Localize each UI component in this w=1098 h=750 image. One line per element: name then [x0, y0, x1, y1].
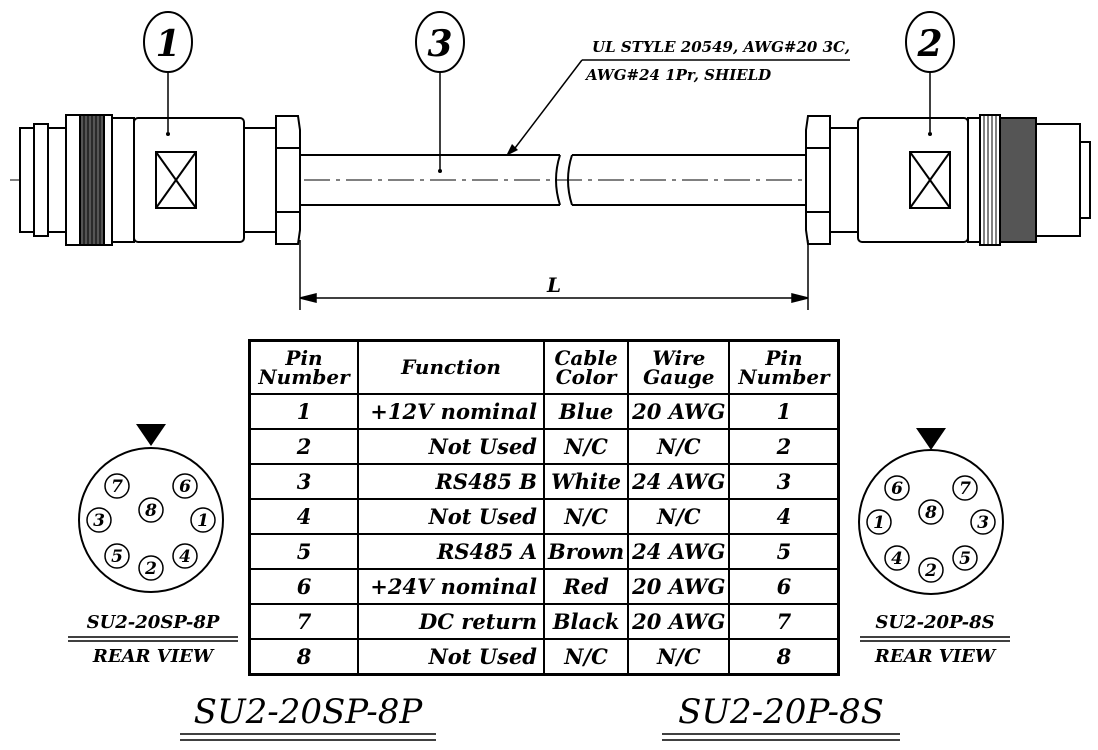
right-connector-body [805, 114, 1091, 246]
right-pin-8 [918, 499, 944, 525]
right-pin-label: 5 [959, 549, 971, 569]
right-rear-view-label: REAR VIEW [874, 646, 996, 667]
left-pin-7 [104, 473, 130, 499]
svg-text:UL STYLE 20549, AWG#20 3C,: UL STYLE 20549, AWG#20 3C, [592, 38, 850, 56]
left-connector-face: 7 6 8 3 1 5 2 4 [78, 424, 224, 593]
right-pin-label: 7 [959, 479, 971, 499]
left-part-number: SU2-20SP-8P [86, 612, 220, 633]
right-pin-3 [970, 509, 996, 535]
right-pin-label: 2 [924, 561, 937, 581]
left-pin-label: 6 [179, 477, 191, 497]
cable-spec-callout: UL STYLE 20549, AWG#20 3C, AWG#24 1Pr, S… [506, 38, 850, 156]
svg-text:2: 2 [916, 23, 942, 65]
left-connector-body [19, 114, 301, 246]
right-part-number: SU2-20P-8S [875, 612, 995, 633]
left-pin-label: 2 [144, 559, 157, 579]
left-pin-label: 3 [93, 511, 105, 531]
right-pin-1 [866, 509, 892, 535]
left-pin-label: 1 [197, 511, 209, 531]
length-dimension [299, 240, 809, 310]
svg-text:1: 1 [155, 23, 180, 65]
left-rear-view-label: REAR VIEW [92, 646, 214, 667]
left-model-title: SU2-20SP-8P [193, 692, 423, 732]
length-label: L [546, 273, 561, 297]
left-pin-label: 8 [144, 501, 157, 521]
right-pin-label: 1 [873, 513, 885, 533]
right-pin-label: 3 [977, 513, 989, 533]
right-pin-7 [952, 475, 978, 501]
left-pin-label: 4 [179, 547, 191, 567]
left-pin-label: 7 [111, 477, 123, 497]
cable [300, 154, 808, 206]
left-pin-1 [190, 507, 216, 533]
right-pin-label: 6 [891, 479, 903, 499]
svg-text:3: 3 [427, 23, 452, 65]
right-pin-2 [918, 557, 944, 583]
balloon-1: 1 [143, 11, 193, 136]
left-pin-4 [172, 543, 198, 569]
right-pin-label: 8 [924, 503, 937, 523]
right-pin-6 [884, 475, 910, 501]
left-pin-label: 5 [111, 547, 123, 567]
balloon-2: 2 [905, 11, 955, 136]
left-pin-6 [172, 473, 198, 499]
right-connector-face: 6 7 8 1 3 4 2 5 [858, 428, 1004, 595]
header-function: Function [357, 339, 545, 395]
left-pin-2 [138, 555, 164, 581]
left-pin-5 [104, 543, 130, 569]
left-pin-8 [138, 497, 164, 523]
left-pin-3 [86, 507, 112, 533]
right-model-title: SU2-20P-8S [678, 692, 884, 732]
right-pin-5 [952, 545, 978, 571]
svg-text:AWG#24 1Pr, SHIELD: AWG#24 1Pr, SHIELD [584, 66, 771, 84]
balloon-3: 3 [415, 11, 465, 173]
right-pin-4 [884, 545, 910, 571]
right-pin-label: 4 [891, 549, 903, 569]
